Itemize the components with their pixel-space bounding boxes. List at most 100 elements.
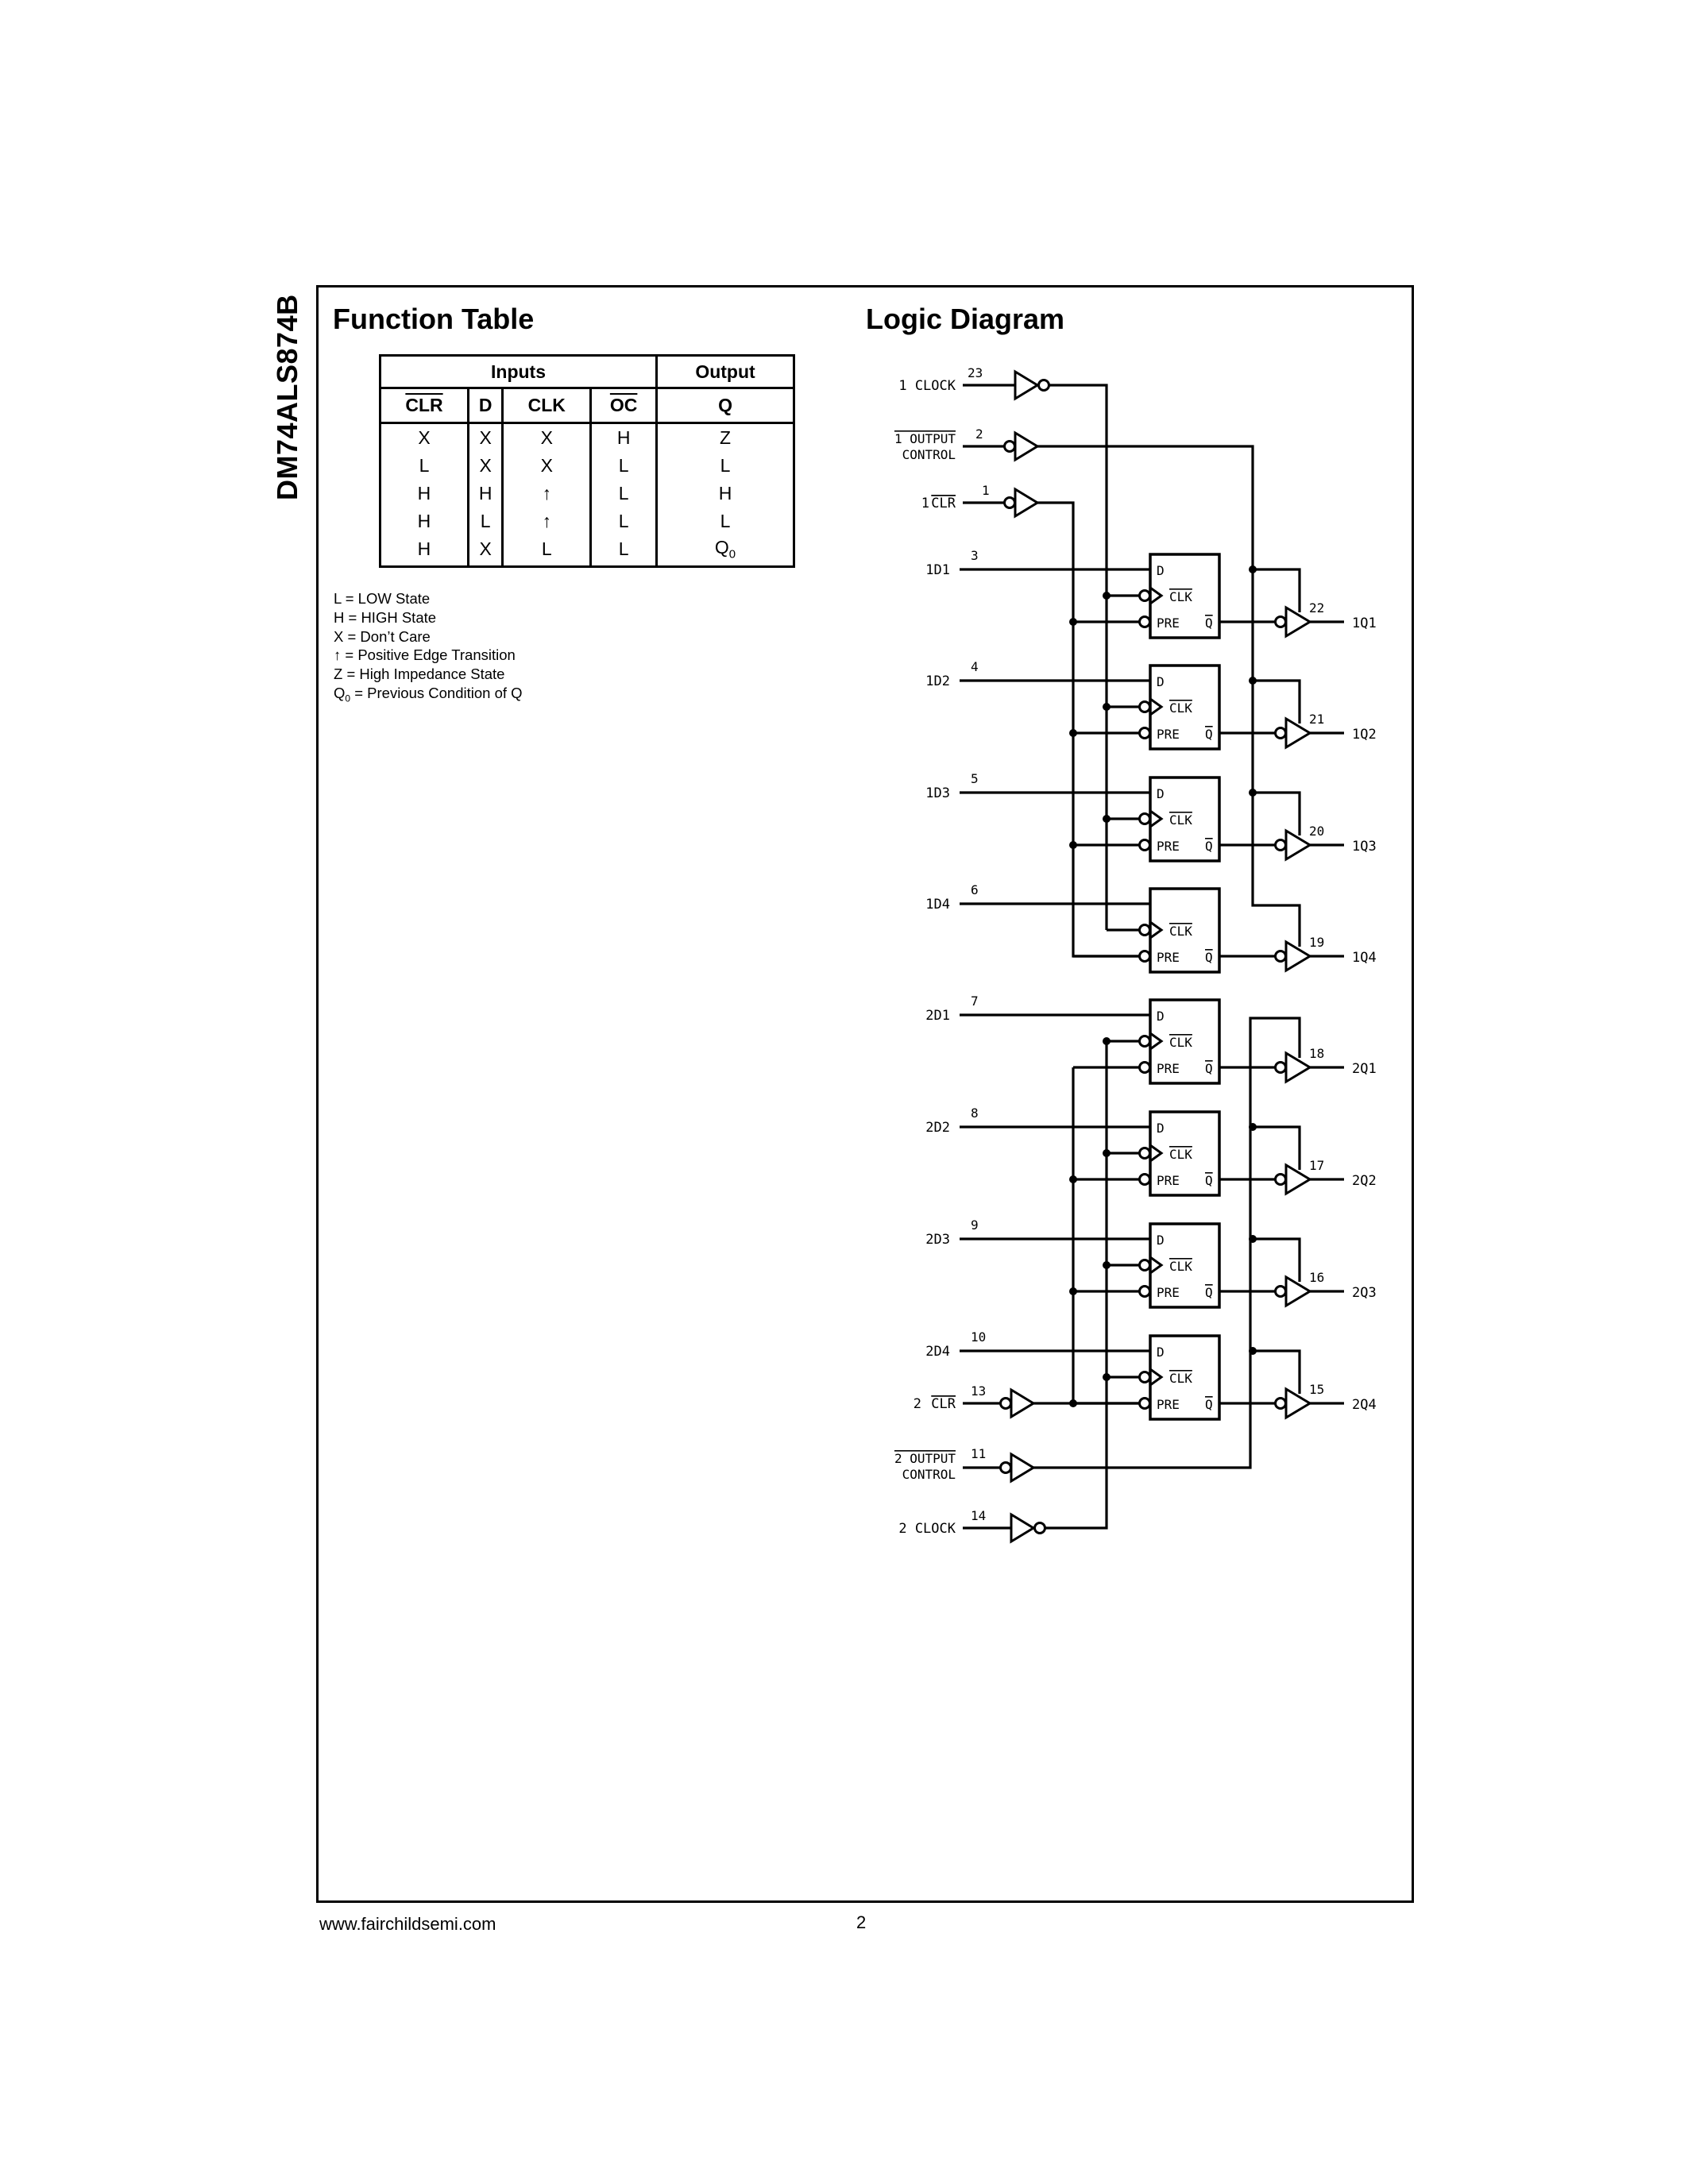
inversion-bubble (1033, 1522, 1046, 1534)
pin-label-d: D (1157, 1233, 1165, 1248)
junction-dot (1069, 618, 1077, 626)
cell: L (466, 507, 504, 535)
pin-label-q: Q (1205, 727, 1213, 742)
tri-state-buffer (1284, 1275, 1312, 1308)
pin-number: 8 (971, 1106, 979, 1121)
cell: H (655, 480, 795, 507)
pin-number: 10 (971, 1329, 986, 1345)
clock-edge-icon (1149, 920, 1164, 940)
data-input-label: 2D1 (925, 1008, 950, 1024)
control-input-label: 1 CLOCK (898, 378, 956, 394)
inversion-bubble (1138, 950, 1151, 963)
cell: H (379, 535, 469, 568)
data-input-label: 2D3 (925, 1232, 950, 1248)
clock-edge-icon (1149, 697, 1164, 716)
content-frame (316, 285, 1414, 1903)
junction-dot (1103, 703, 1111, 711)
inversion-bubble (1274, 1061, 1287, 1074)
inversion-bubble (1138, 1173, 1151, 1186)
legend-item: Q0 = Previous Condition of Q (334, 684, 523, 704)
control-input-label: 2 OUTPUT (894, 1451, 956, 1466)
legend-item: X = Don’t Care (334, 627, 431, 645)
legend-item: Z = High Impedance State (334, 666, 505, 683)
pin-label-pre: PRE (1157, 1061, 1180, 1076)
pin-label-pre: PRE (1157, 1285, 1180, 1300)
col-clr: CLR (379, 387, 469, 424)
pin-label-q: Q (1205, 839, 1213, 854)
clock-bus-1 (1049, 384, 1108, 930)
inversion-bubble (1138, 1371, 1151, 1383)
clock-edge-icon (1149, 1256, 1164, 1275)
footer-url: www.fairchildsemi.com (319, 1914, 496, 1934)
junction-dot (1103, 1261, 1111, 1269)
pin-label-q: Q (1205, 1061, 1213, 1076)
pin-label-clk: CLK (1169, 924, 1192, 939)
enable-wire (1253, 568, 1301, 612)
pin-label-d: D (1157, 563, 1165, 578)
col-clk: CLK (501, 387, 593, 424)
data-input-label: 1D1 (925, 562, 950, 578)
cell: L (589, 507, 659, 535)
tri-state-buffer (1284, 605, 1312, 639)
control-input-label: CONTROL (902, 1467, 956, 1482)
pin-number: 18 (1309, 1046, 1324, 1061)
inversion-bubble (1003, 496, 1016, 509)
junction-dot (1249, 1123, 1257, 1131)
inversion-bubble (1274, 1285, 1287, 1298)
inversion-bubble (1138, 1397, 1151, 1410)
pin-label-clk: CLK (1169, 700, 1192, 716)
pin-label-q: Q (1205, 1397, 1213, 1412)
tri-state-buffer (1284, 1387, 1312, 1420)
function-table-legend: L = LOW State H = HIGH State X = Don’t C… (334, 589, 523, 708)
data-output-label: 1Q4 (1352, 950, 1377, 966)
control-input-label: CLR (931, 496, 956, 511)
pin-number: 17 (1309, 1158, 1324, 1173)
function-table-title: Function Table (333, 303, 535, 335)
junction-dot (1069, 1175, 1077, 1183)
junction-dot (1103, 1149, 1111, 1157)
clock-edge-icon (1149, 1368, 1164, 1387)
data-output-label: 2Q4 (1352, 1397, 1377, 1413)
junction-dot (1249, 789, 1257, 797)
pin-label-q: Q (1205, 615, 1213, 631)
cell: X (379, 422, 469, 452)
inversion-bubble (999, 1461, 1012, 1474)
output-control-buffer (1014, 430, 1040, 462)
cell: H (379, 507, 469, 535)
output-control-buffer (1010, 1452, 1036, 1484)
output-control-bus-2 (1033, 1017, 1301, 1469)
cell: Z (655, 422, 795, 452)
clear-buffer (1010, 1387, 1036, 1419)
output-control-bus-1 (1037, 445, 1301, 947)
pin-label-d: D (1157, 786, 1165, 801)
data-input-label: 2D4 (925, 1344, 950, 1360)
data-output-label: 2Q2 (1352, 1173, 1377, 1189)
control-input-label: 2 (914, 1396, 921, 1412)
tri-state-buffer (1284, 828, 1312, 862)
inversion-bubble (1138, 1061, 1151, 1074)
cell: H (589, 422, 659, 452)
enable-wire (1253, 1125, 1301, 1170)
inverter-gate (1010, 1512, 1036, 1544)
clear-bus-1 (1037, 501, 1140, 958)
enable-wire (1253, 791, 1301, 835)
junction-dot (1069, 1287, 1077, 1295)
cell: H (379, 480, 469, 507)
pin-number: 1 (982, 483, 990, 498)
pin-label-d: D (1157, 674, 1165, 689)
pin-number: 5 (971, 771, 979, 786)
pin-label-d: D (1157, 1121, 1165, 1136)
pin-number: 14 (971, 1508, 986, 1523)
pin-number: 19 (1309, 935, 1324, 950)
inversion-bubble (1003, 440, 1016, 453)
inversion-bubble (999, 1397, 1012, 1410)
pin-label-d: D (1157, 1009, 1165, 1024)
cell: ↑ (501, 507, 593, 535)
cell: L (501, 535, 593, 568)
pin-label-d: D (1157, 1345, 1165, 1360)
pin-label-pre: PRE (1157, 950, 1180, 965)
junction-dot (1103, 1037, 1111, 1045)
pin-label-clk: CLK (1169, 1371, 1192, 1386)
table-row: X X X H Z (379, 422, 795, 452)
